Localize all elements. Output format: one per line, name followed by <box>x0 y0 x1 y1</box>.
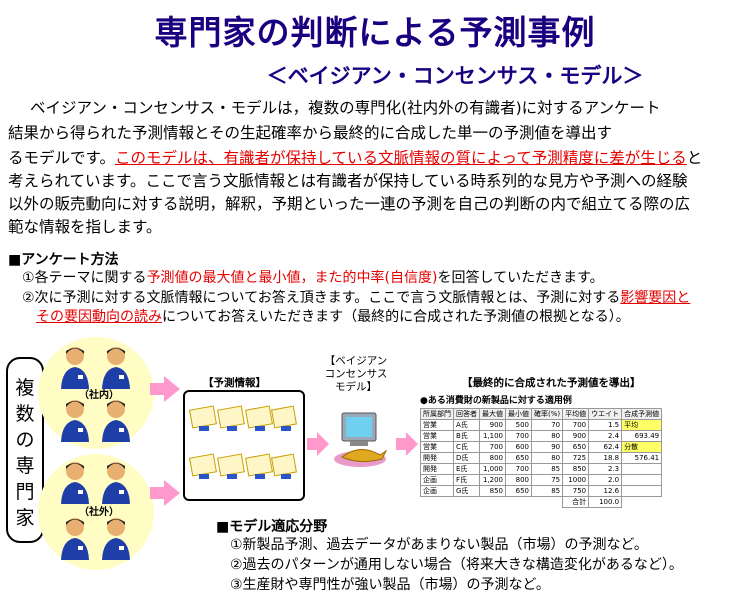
arrow-right-icon <box>396 432 418 456</box>
document-stack-icon <box>189 405 297 479</box>
arrow-right-icon <box>307 432 329 456</box>
person-icon <box>61 400 89 442</box>
intro-line-1: ベイジアン・コンセンサス・モデルは，複数の専門化(社内外の有識者)に対するアンケ… <box>30 99 661 117</box>
page-title: 専門家の判断による予測事例 <box>154 13 596 52</box>
survey-item-2: ②次に予測に対する文脈情報についてお答え頂きます。ここで言う文脈情報とは、予測に… <box>22 290 691 306</box>
scope-heading: ■モデル適応分野 <box>216 519 328 535</box>
intro-line-6: 範な情報を指します。 <box>8 218 162 236</box>
example-label: ●ある消費財の新製品に対する適用例 <box>420 396 572 406</box>
person-icon <box>102 347 130 389</box>
arrow-right-icon <box>150 480 180 506</box>
model-label: 【ベイジアンコンセンサスモデル】 <box>324 355 388 393</box>
person-icon <box>61 462 89 504</box>
scope-item-2: ②過去のパターンが通用しない場合（将来大きな構造変化があるなど）。 <box>230 557 683 573</box>
survey-item-2-cont: その要因動向の読みについてお答えいただきます（最終的に合成された予測値の根拠とな… <box>36 309 630 325</box>
person-icon <box>102 518 130 560</box>
forecast-info-label: 【予測情報】 <box>203 377 266 389</box>
internal-label: （社内） <box>79 390 119 401</box>
scope-item-3: ③生産財や専門性が強い製品（市場）の予測など。 <box>230 577 550 593</box>
person-icon <box>61 518 89 560</box>
result-label: 【最終的に合成された予測値を導出】 <box>462 377 641 389</box>
external-group-bg <box>38 454 154 570</box>
table-header-row: 所属部門回答者最大値最小値 確率(%)平均値ウエイト合成予測値 <box>420 408 663 420</box>
survey-item-1: ①各テーマに関する予測値の最大値と最小値，また的中率(自信度)を回答していただき… <box>22 270 604 286</box>
computer-lamp-icon <box>334 412 388 467</box>
person-icon <box>102 462 130 504</box>
internal-group-bg <box>38 337 154 449</box>
person-icon <box>61 347 89 389</box>
survey-heading: ■アンケート方法 <box>8 252 119 268</box>
forecast-info-box <box>183 390 305 501</box>
scope-item-1: ①新製品予測、過去データがあまりない製品（市場）の予測など。 <box>230 537 648 553</box>
person-icon <box>102 400 130 442</box>
intro-line-5: 以外の販売動向に対する説明，解釈，予期といった一連の予測を自己の判断の内で組立て… <box>8 195 691 213</box>
arrow-right-icon <box>150 376 180 402</box>
intro-line-3: るモデルです。このモデルは、有識者が保持している文脈情報の質によって予測精度に差… <box>8 149 703 167</box>
experts-label-box: 複数の 専門家 <box>6 357 44 543</box>
intro-highlight: このモデルは、有識者が保持している文脈情報の質によって予測精度に差が生じる <box>114 149 687 167</box>
intro-line-4: 考えられています。ここで言う文脈情報とは有識者が保持している時系列的な見方や予測… <box>8 172 688 190</box>
intro-line-2: 結果から得られた予測情報とその生起確率から最終的に合成した単一の予測値を導出す <box>8 124 613 142</box>
external-label: （社外） <box>79 507 119 518</box>
page-subtitle: ＜ベイジアン・コンセンサス・モデル＞ <box>266 64 644 88</box>
